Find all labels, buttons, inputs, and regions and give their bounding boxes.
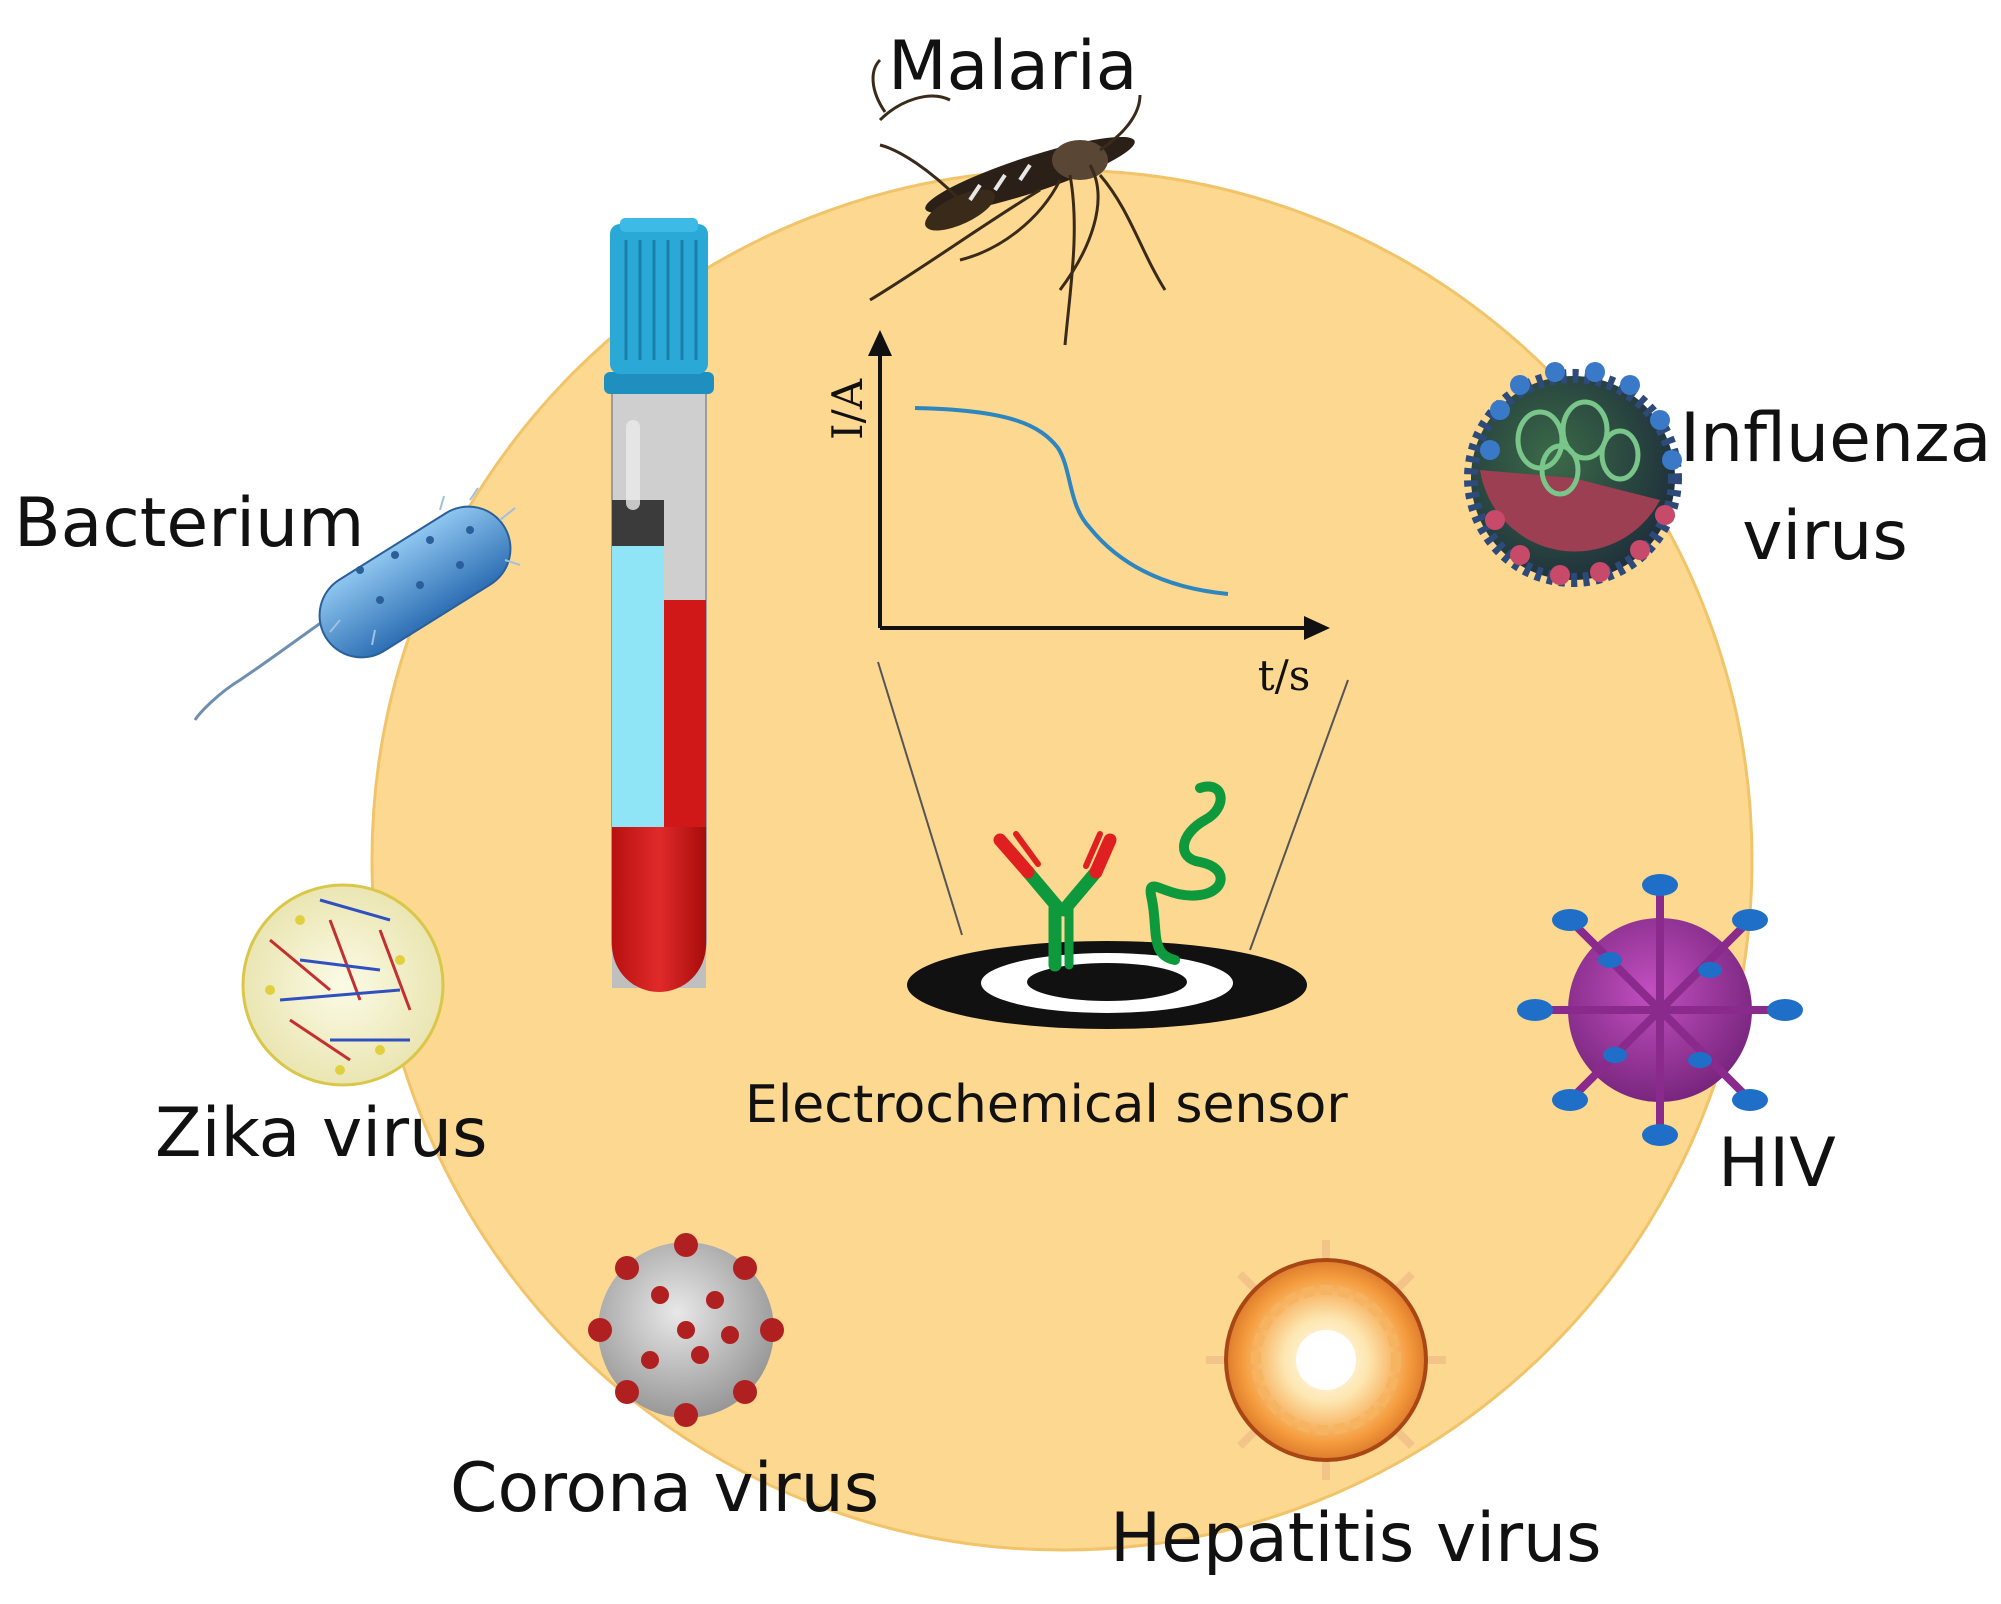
label-hiv: HIV — [1718, 1124, 1836, 1203]
label-influenza-line1: Influenza — [1680, 399, 1992, 478]
zoom-line-right — [1249, 679, 1349, 951]
current-curve — [914, 406, 1229, 596]
background-circle — [370, 168, 1754, 1552]
aptamer-icon — [1145, 781, 1226, 965]
label-influenza-line2: virus — [1742, 497, 1908, 576]
influenza-virus-icon — [1464, 362, 1682, 587]
y-axis-arrow — [868, 330, 892, 356]
mosquito-icon — [869, 58, 1167, 346]
label-hepatitis: Hepatitis virus — [1110, 1499, 1602, 1578]
bacterium-icon — [193, 487, 521, 721]
label-malaria: Malaria — [888, 27, 1138, 106]
zoom-line-left — [877, 661, 963, 936]
corona-virus-icon — [588, 1233, 784, 1427]
x-axis-arrow — [1304, 616, 1330, 640]
electrode-icon — [907, 941, 1307, 1029]
antibody-icon — [993, 831, 1117, 972]
label-bacterium: Bacterium — [14, 484, 365, 563]
zika-virus-icon — [241, 883, 445, 1087]
label-corona: Corona virus — [450, 1449, 880, 1528]
blood-tube-icon — [604, 218, 714, 992]
current-time-graph: I/A t/s — [823, 330, 1330, 700]
hepatitis-virus-icon — [1206, 1240, 1446, 1480]
label-zika: Zika virus — [155, 1094, 488, 1173]
y-axis-label: I/A — [823, 378, 872, 440]
x-axis-label: t/s — [1258, 651, 1311, 700]
hiv-virus-icon — [1517, 874, 1803, 1146]
label-electrochemical-sensor: Electrochemical sensor — [745, 1075, 1348, 1135]
